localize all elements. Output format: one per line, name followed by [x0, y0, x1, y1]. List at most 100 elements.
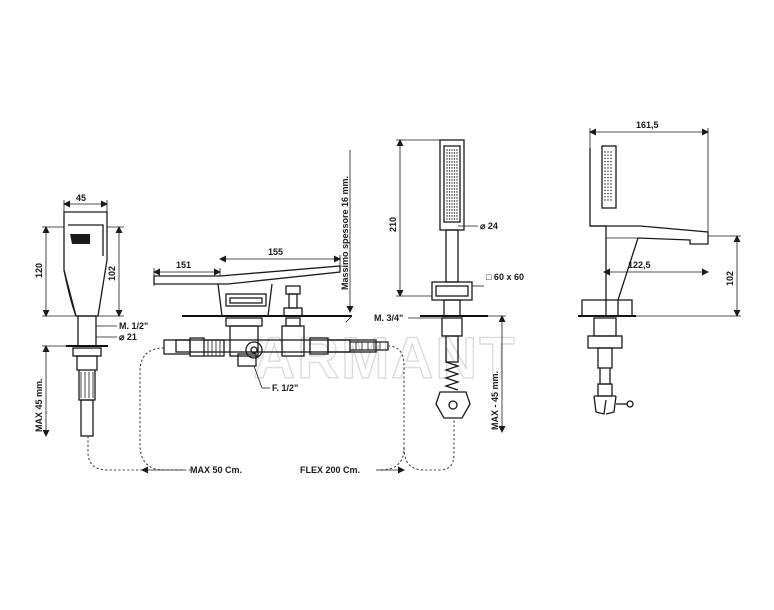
dim-height-120: 120	[34, 263, 44, 278]
nozzle-dot	[456, 179, 458, 181]
nozzle-dot	[610, 196, 612, 198]
nozzle-dot	[610, 160, 612, 163]
dim-height-102-right: 102	[725, 271, 735, 286]
nozzle-dot	[610, 199, 612, 201]
nozzle-dot	[610, 180, 612, 182]
nozzle-dot	[446, 218, 448, 220]
nozzle-dot	[607, 173, 609, 176]
nozzle-dot	[604, 154, 606, 156]
nozzle-dot	[451, 173, 453, 175]
nozzle-dot	[448, 194, 451, 196]
nozzle-dot	[446, 170, 448, 172]
nozzle-dot	[604, 189, 606, 192]
nozzle-dot	[451, 197, 453, 199]
nozzle-dot	[446, 149, 448, 151]
nozzle-dot	[451, 212, 453, 214]
nozzle-dot	[607, 180, 609, 182]
nozzle-dot	[446, 197, 448, 199]
nozzle-dot	[456, 161, 458, 163]
nozzle-dot	[456, 164, 458, 166]
nozzle-dot	[448, 215, 451, 217]
nozzle-dot	[451, 149, 453, 151]
nozzle-dot	[607, 176, 609, 179]
nozzle-dot	[448, 167, 451, 169]
nozzle-dot	[453, 158, 456, 160]
spout-front-view	[578, 128, 741, 415]
nozzle-dot	[446, 158, 448, 160]
nozzle-dot	[448, 152, 451, 154]
nozzle-dot	[448, 182, 451, 184]
nozzle-dot	[446, 215, 448, 217]
nozzle-dot	[456, 167, 458, 169]
nozzle-dot	[604, 151, 606, 153]
nozzle-dot	[446, 179, 448, 181]
label-diameter-21: ⌀ 21	[119, 332, 137, 342]
nozzle-dot	[446, 167, 448, 169]
nozzle-dot	[448, 200, 451, 202]
nozzle-dot	[451, 191, 453, 193]
nozzle-dot	[451, 200, 453, 202]
nozzle-dot	[604, 199, 606, 201]
nozzle-dot	[453, 176, 456, 178]
nozzle-dot	[448, 155, 451, 157]
nozzle-dot	[446, 164, 448, 166]
nozzle-dot	[456, 206, 458, 208]
nozzle-dot	[451, 155, 453, 157]
nozzle-dot	[448, 191, 451, 193]
dim-width-122-5: 122,5	[628, 260, 651, 270]
nozzle-dot	[448, 209, 451, 211]
nozzle-dot	[453, 170, 456, 172]
dim-width-161-5: 161,5	[636, 120, 659, 130]
nozzle-dot	[610, 151, 612, 153]
nozzle-dot	[610, 183, 612, 185]
nozzle-dot	[456, 185, 458, 187]
nozzle-dot	[451, 188, 453, 190]
nozzle-dot	[607, 183, 609, 185]
dim-flex-200cm: FLEX 200 Cm.	[300, 465, 360, 475]
nozzle-dot	[453, 152, 456, 154]
nozzle-dot	[451, 170, 453, 172]
nozzle-dot	[453, 161, 456, 163]
nozzle-dot	[446, 206, 448, 208]
nozzle-dot	[446, 173, 448, 175]
label-diameter-24: ⌀ 24	[480, 221, 498, 231]
hand-shower-view	[396, 139, 506, 433]
label-thread-m34: M. 3/4"	[374, 313, 403, 323]
nozzle-dot	[607, 196, 609, 198]
dim-max-45-right: MAX - 45 mm.	[490, 371, 500, 430]
nozzle-dot	[456, 158, 458, 160]
nozzle-dot	[448, 203, 451, 205]
nozzle-dot	[607, 199, 609, 201]
label-thread-f12: F. 1/2"	[272, 383, 298, 393]
nozzle-dot	[453, 215, 456, 217]
nozzle-dot	[453, 167, 456, 169]
nozzle-dot	[451, 176, 453, 178]
nozzle-dot	[607, 189, 609, 192]
nozzle-dot	[604, 167, 606, 169]
dim-height-210: 210	[388, 217, 398, 232]
nozzle-dot	[456, 212, 458, 214]
nozzle-dot	[446, 191, 448, 193]
dim-width-155: 155	[268, 247, 283, 257]
nozzle-dot	[456, 176, 458, 178]
nozzle-dot	[607, 160, 609, 163]
watermark: ARMANT	[253, 326, 516, 391]
nozzle-dot	[446, 182, 448, 184]
nozzle-dot	[604, 196, 606, 198]
nozzle-dot	[451, 182, 453, 184]
nozzle-dot	[610, 186, 612, 188]
nozzle-dot	[451, 179, 453, 181]
dim-max-45-left: MAX 45 mm.	[34, 378, 44, 432]
nozzle-dot	[604, 170, 606, 172]
nozzle-dot	[446, 212, 448, 214]
label-max-thickness-16: Massimo spessore 16 mm.	[340, 176, 350, 290]
nozzle-dot	[453, 188, 456, 190]
nozzle-dot	[451, 206, 453, 208]
nozzle-dot	[456, 218, 458, 220]
nozzle-dot	[610, 167, 612, 169]
nozzle-dot	[456, 200, 458, 202]
nozzle-dot	[446, 152, 448, 154]
nozzle-dot	[448, 188, 451, 190]
